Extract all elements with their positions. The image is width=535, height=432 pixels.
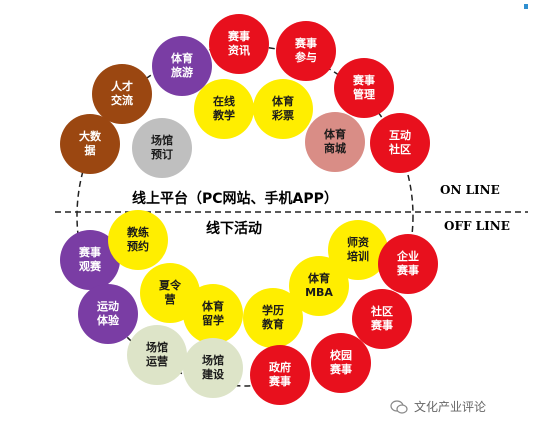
node-interactive-community: 互动 社区 [370, 113, 430, 173]
node-sports-mall: 体育 商城 [305, 112, 365, 172]
node-label: 场馆 建设 [202, 354, 224, 381]
node-label: 体育 商城 [324, 128, 346, 155]
node-sports-experience: 运动 体验 [78, 284, 138, 344]
node-label: 在线 教学 [213, 95, 235, 122]
corner-accent [524, 4, 528, 9]
node-label: 社区 赛事 [371, 305, 393, 332]
node-label: 体育 彩票 [272, 95, 294, 122]
node-venue-operation: 场馆 运营 [127, 325, 187, 385]
node-label: 体育 留学 [202, 300, 224, 327]
node-sports-lottery: 体育 彩票 [253, 79, 313, 139]
node-label: 互动 社区 [389, 129, 411, 156]
node-study-abroad: 体育 留学 [183, 284, 243, 344]
dashed-ring [76, 45, 414, 387]
node-label: 师资 培训 [347, 236, 369, 263]
node-sports-mba: 体育 MBA [289, 256, 349, 316]
watermark-text: 文化产业评论 [414, 400, 487, 414]
node-campus-events: 校园 赛事 [311, 333, 371, 393]
node-online-teaching: 在线 教学 [194, 79, 254, 139]
node-venue-booking: 场馆 预订 [132, 118, 192, 178]
node-sports-travel: 体育 旅游 [152, 36, 212, 96]
node-label: 夏令 营 [159, 279, 181, 306]
node-label: 赛事 参与 [295, 37, 317, 64]
node-label: 人才 交流 [111, 80, 133, 107]
node-event-info: 赛事 资讯 [209, 14, 269, 74]
offline-heading: 线下活动 [206, 221, 262, 237]
node-label: 教练 预约 [127, 226, 149, 253]
node-label: 场馆 运营 [146, 341, 168, 368]
node-label: 运动 体验 [97, 300, 119, 327]
node-label: 政府 赛事 [269, 361, 291, 388]
node-talent-exchange: 人才 交流 [92, 64, 152, 124]
node-label: 体育 MBA [305, 272, 333, 299]
online-heading: 线上平台（PC网站、手机APP） [132, 191, 338, 207]
node-event-management: 赛事 管理 [334, 58, 394, 118]
node-label: 赛事 管理 [353, 74, 375, 101]
node-coach-booking: 教练 预约 [108, 210, 168, 270]
node-label: 学历 教育 [262, 304, 284, 331]
node-label: 体育 旅游 [171, 52, 193, 79]
watermark: 文化产业评论 [390, 398, 486, 415]
node-event-participation: 赛事 参与 [276, 21, 336, 81]
node-label: 大数 据 [79, 130, 101, 157]
node-venue-construction: 场馆 建设 [183, 338, 243, 398]
node-label: 企业 赛事 [397, 250, 419, 277]
node-academic-education: 学历 教育 [243, 288, 303, 348]
off-line-tag: OFF LINE [444, 219, 510, 233]
on-line-tag: ON LINE [440, 183, 500, 197]
node-enterprise-events: 企业 赛事 [378, 234, 438, 294]
node-label: 场馆 预订 [151, 134, 173, 161]
node-big-data: 大数 据 [60, 114, 120, 174]
node-community-events: 社区 赛事 [352, 289, 412, 349]
node-label: 校园 赛事 [330, 349, 352, 376]
node-label: 赛事 资讯 [228, 30, 250, 57]
node-government-events: 政府 赛事 [250, 345, 310, 405]
wechat-icon [390, 399, 408, 414]
node-label: 赛事 观赛 [79, 246, 101, 273]
